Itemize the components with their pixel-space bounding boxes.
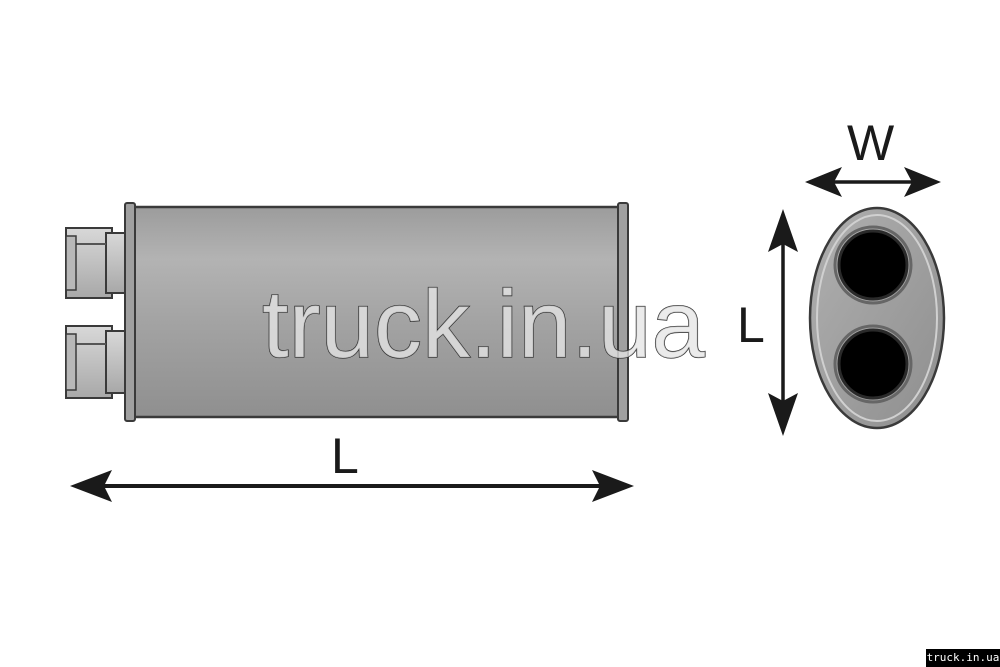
length-label-bottom: L — [331, 428, 359, 484]
length-dimension-arrow — [70, 470, 634, 502]
watermark-text: truck.in.ua — [262, 271, 705, 378]
muffler-end-view — [808, 206, 946, 430]
upper-outlet-pipe — [65, 227, 129, 299]
width-label: W — [847, 115, 895, 171]
muffler-right-rim — [617, 202, 629, 422]
lower-outlet-hole — [837, 328, 909, 400]
muffler-body — [130, 205, 622, 419]
upper-outlet-hole — [837, 229, 909, 301]
lower-outlet-pipe — [65, 325, 129, 399]
footer-watermark-tag: truck.in.ua — [926, 649, 1000, 667]
width-dimension-arrow — [805, 167, 941, 197]
muffler-side-view — [65, 202, 629, 422]
length-label-side: L — [737, 297, 765, 353]
height-dimension-arrow — [768, 209, 798, 436]
muffler-left-rim — [124, 202, 136, 422]
